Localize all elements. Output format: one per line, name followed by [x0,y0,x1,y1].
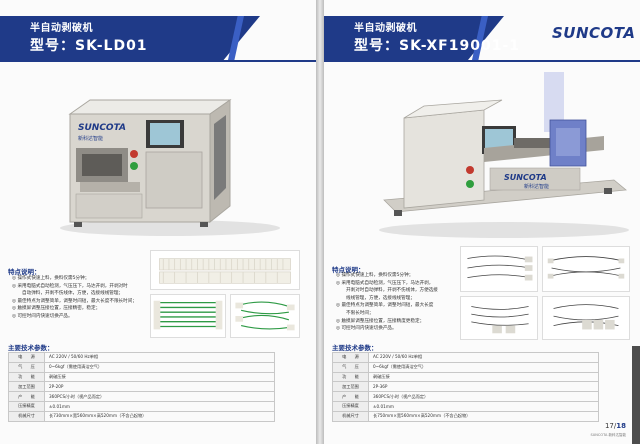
feature-item: 不限长时间； [346,310,374,316]
product-title: 半自动剥破机 [30,23,93,34]
table-row: 功 能剥破压接 [332,371,599,383]
spec-key: 气 压 [332,361,369,373]
spec-value: 360PCS/小时（视产品而定） [44,391,275,402]
spec-key: 压接精度 [8,400,45,412]
spec-key: 产 能 [8,391,45,402]
header-rule [324,60,640,62]
machine-brand-text: SUNCOTA [78,123,126,133]
page-total: 18 [616,422,626,430]
page-edge-tab [632,346,640,444]
feature-item: ◎ 采用电脑式自动检测，气压压下，马达开剥， [336,280,434,286]
product-model: 型号：SK-LD01 [30,38,148,54]
feature-item: ◎ 触摸屏调整压接位置，压接精度更稳定； [336,318,425,324]
spec-key: 电 源 [8,352,45,363]
spec-value: 2P-36P [368,381,599,393]
feature-item: 自动弹料，开剥不伤线体，方便，选接线线管理； [22,291,124,297]
features-list: ◎ 操作式快速上料，换料仅需5分钟； ◎ 采用电脑式自动检测，气压压下，马达开剥… [12,275,137,321]
machine-illustration: SUNCOTA 新科达智能 [379,72,629,238]
spec-value: 360PCS/小时（视产品而定） [368,391,599,402]
spec-key: 加工范围 [8,381,45,393]
feature-item: ◎ 最佳特点为调整简单，调整时间短，最大长度不限长时间； [12,298,137,304]
spec-key: 压接精度 [332,400,369,412]
feature-item: ◎ 操作式快速上料，换料仅需5分钟； [12,276,90,281]
right-page: 半自动剥破机 型号：SK-XF19001-1 SUNCOTA [324,0,640,444]
harness-photo [542,296,630,340]
spec-value: 2P-20P [44,381,275,393]
feature-item: 线线管理，方便，选接线线管理； [346,295,415,301]
page-current: 17 [604,422,614,430]
table-row: 机械尺寸长730mm×宽560mm×高520mm（不含凸起物） [8,410,275,422]
left-page: 半自动剥破机 型号：SK-LD01 SUNCOTA 新科达智能 [0,0,316,444]
spec-key: 机械尺寸 [8,410,45,422]
spec-key: 产 能 [332,391,369,402]
spec-value: 长730mm×宽560mm×高520mm（不含凸起物） [44,410,275,422]
feature-item: 开剥对时自动弹料，开剥不伤线体，方便选接 [346,288,438,294]
green-cable-photo [150,294,226,338]
machine-brand-cn: 新科达智能 [78,135,103,142]
table-row: 压接精度±0.01mm [332,400,599,412]
feature-item: ◎ 触摸屏调整压接位置，压接精密，稳定； [12,306,101,312]
features-heading: 特点说明： [332,266,365,274]
features-list: ◎ 操作式快速上料，换料仅需5分钟； ◎ 采用电脑式自动检测，气压压下，马达开剥… [336,272,438,333]
harness-photo [460,246,538,292]
features-heading: 特点说明： [8,268,41,276]
spec-value: 0~6kgf（需使用清洁空气） [368,361,599,373]
spec-value: AC 220V / 50/60 Hz单相 [368,352,599,363]
feature-item: ◎ 采用电脑式自动检测，气压压下，马达开剥，开剥对时 [12,283,128,289]
machine-illustration: SUNCOTA 新科达智能 [60,99,280,236]
feature-item: ◎ 操作式快速上料，换料仅需5分钟； [336,273,414,278]
page-footer-brand: SUNCOTA 新科达智能 [590,433,626,437]
page-number: 17/18 [605,422,626,430]
machine-brand-cn: 新科达智能 [524,183,549,190]
header-band [0,16,260,60]
spec-key: 功 能 [8,371,45,383]
spec-value: 剥破压接 [368,371,599,383]
header-rule [0,60,316,62]
page-gutter [316,0,324,444]
spec-key: 加工范围 [332,381,369,393]
spec-key: 机械尺寸 [332,410,369,422]
page-sep: / [613,422,617,430]
spec-value: ±0.01mm [44,400,275,412]
feature-item: ◎ 最佳特点为调整简单，调整时间短，最大长度 [336,303,434,309]
machine-brand-text: SUNCOTA [504,173,547,182]
spec-value: AC 220V / 50/60 Hz单相 [44,352,275,363]
harness-photo [542,246,630,292]
feature-item: ◎ 可控时间内快速切换产品。 [12,313,73,319]
table-row: 功 能剥破压接 [8,371,275,383]
product-model: 型号：SK-XF19001-1 [354,38,520,54]
spec-key: 功 能 [332,371,369,383]
table-row: 压接精度±0.01mm [8,400,275,412]
table-row: 机械尺寸长750mm×宽560mm×高520mm（不含凸起物） [332,410,599,422]
spec-value: 0~6kgf（需使用清洁空气） [44,361,275,373]
product-title: 半自动剥破机 [354,23,417,34]
spec-value: 剥破压接 [44,371,275,383]
specs-heading: 主要技术参数： [332,344,378,352]
cable-assembly-photo [230,294,300,338]
wire-connector-photo [150,250,300,290]
specs-heading: 主要技术参数： [8,344,54,352]
spec-key: 电 源 [332,352,369,363]
feature-item: ◎ 可控时间内快速切换产品。 [336,326,397,332]
spec-value: ±0.01mm [368,400,599,412]
harness-photo [460,296,538,340]
spec-key: 气 压 [8,361,45,373]
brand-logo: SUNCOTA [552,24,636,42]
spec-value: 长750mm×宽560mm×高520mm（不含凸起物） [368,410,599,422]
